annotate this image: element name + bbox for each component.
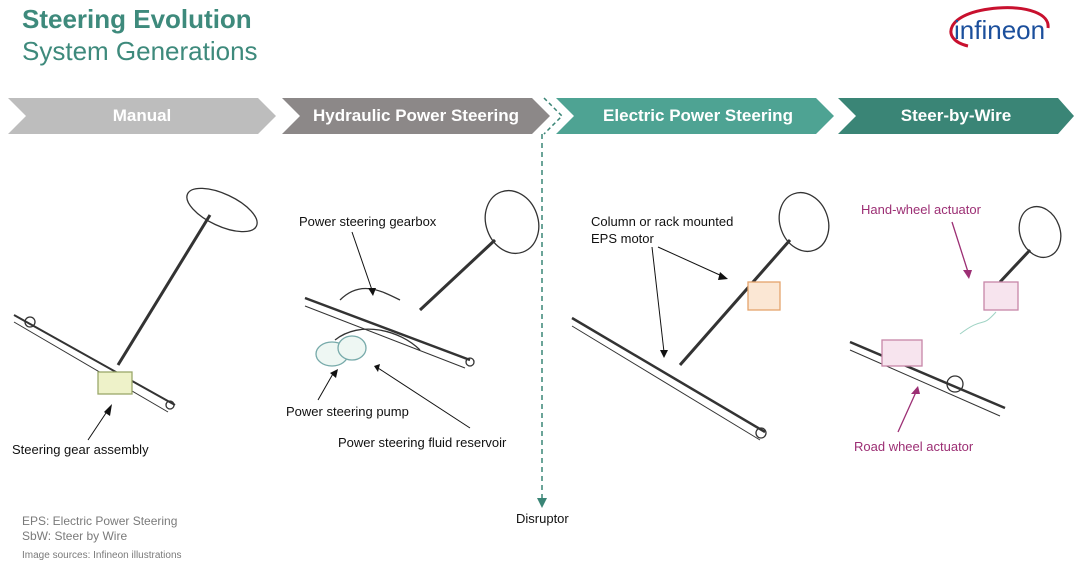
callout-arrow-eps-column [657,246,723,277]
label-power-steering-fluid-reservoir: Power steering fluid reservoir [338,435,507,450]
sbw-steering-illustration [849,205,1062,433]
callout-arrow-pump [317,371,335,401]
infineon-logo: infineon [949,6,1050,48]
electric-steering-wheel [778,191,830,253]
electric-steering-illustration [571,191,830,441]
page-title: Steering Evolution [22,4,252,34]
sbw-signal-wire [959,311,997,335]
label-eps-motor-line2: EPS motor [591,231,654,246]
callout-arrow-road-wheel [897,391,917,433]
chevron-hydraulic [282,98,550,134]
hydraulic-steering-wheel [484,189,540,255]
logo-text: infineon [954,15,1045,45]
hydraulic-steering-illustration [304,189,540,429]
page-subtitle: System Generations [22,36,258,66]
manual-steering-gear [97,371,133,395]
label-hand-wheel-actuator: Hand-wheel actuator [861,202,981,217]
chevron-electric [556,98,834,134]
callout-arrow-manual-gear [87,409,109,441]
hand-wheel-actuator [983,281,1019,311]
chevron-manual [8,98,276,134]
hydraulic-reservoir [337,335,367,361]
footnote-image-source: Image sources: Infineon illustrations [22,550,182,561]
generation-label-electric: Electric Power Steering [603,106,793,125]
road-wheel-actuator [881,339,923,367]
callout-arrow-reservoir [377,367,471,429]
label-steering-gear-assembly: Steering gear assembly [12,442,149,457]
label-eps-motor-line1: Column or rack mounted [591,214,734,229]
label-power-steering-gearbox: Power steering gearbox [299,214,437,229]
callout-arrow-gearbox [351,231,373,291]
callout-arrow-hand-wheel [951,221,969,273]
label-power-steering-pump: Power steering pump [286,404,409,419]
generation-label-hydraulic: Hydraulic Power Steering [313,106,519,125]
label-disruptor: Disruptor [516,511,569,526]
callout-arrow-eps-rack [651,246,665,353]
eps-motor [747,281,781,311]
manual-steering-illustration [13,187,258,441]
footnote-eps: EPS: Electric Power Steering [22,514,178,528]
sbw-steering-wheel [1018,205,1062,259]
generation-label-steer-by-wire: Steer-by-Wire [900,106,1012,125]
disruptor-dashed-chevron [543,97,564,135]
disruptor-arrowhead [537,498,547,508]
manual-steering-wheel [186,187,258,233]
footnote-sbw: SbW: Steer by Wire [22,529,128,543]
chevron-steer-by-wire [838,98,1074,134]
generation-label-manual: Manual [112,106,172,125]
label-road-wheel-actuator: Road wheel actuator [854,439,974,454]
